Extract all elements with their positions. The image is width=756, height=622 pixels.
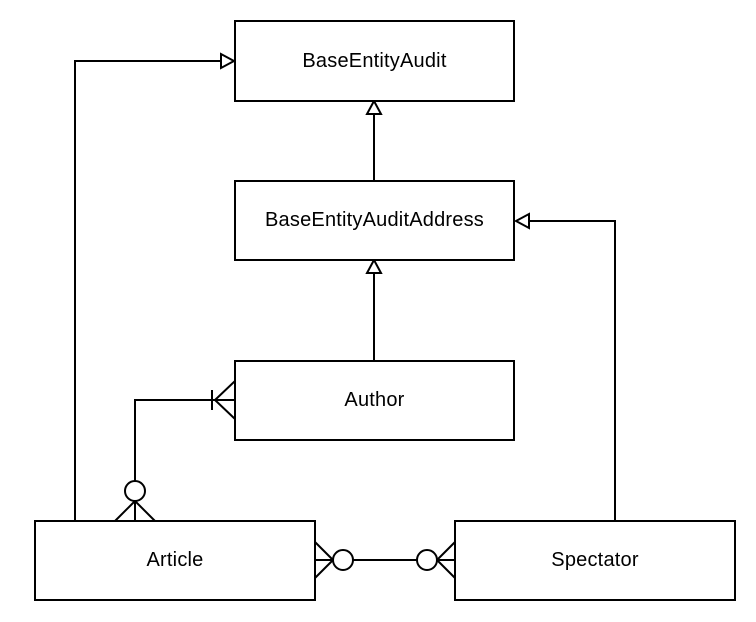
- crow-foot-many-marker-icon: [314, 541, 334, 579]
- entity-spectator: Spectator: [454, 520, 736, 601]
- entity-base-entity-audit-address: BaseEntityAuditAddress: [234, 180, 515, 261]
- zero-circle-marker-icon: [416, 549, 438, 571]
- association-article-spectator: [314, 541, 456, 579]
- entity-label-article: Article: [146, 549, 204, 571]
- crow-foot-many-marker-icon: [436, 541, 456, 579]
- entity-author: Author: [234, 360, 515, 441]
- entity-label-base-entity-audit-address: BaseEntityAuditAddress: [265, 209, 484, 231]
- crow-foot-many-marker-icon: [114, 500, 156, 522]
- inheritance-line: [529, 220, 616, 521]
- hollow-triangle-arrowhead-up-icon: [365, 257, 383, 274]
- entity-label-base-entity-audit: BaseEntityAudit: [302, 49, 447, 72]
- hollow-triangle-arrowhead-right-icon: [220, 52, 237, 70]
- inheritance-article-to-baseentityaudit: [74, 52, 237, 521]
- association-author-article: [114, 380, 236, 522]
- inheritance-baseentityauditaddress-to-baseentityaudit: [365, 98, 383, 181]
- entity-base-entity-audit: BaseEntityAudit: [234, 20, 515, 102]
- inheritance-line: [74, 60, 221, 521]
- association-line: [134, 399, 215, 481]
- hollow-triangle-arrowhead-left-icon: [513, 212, 530, 230]
- inheritance-spectator-to-baseentityauditaddress: [513, 212, 616, 521]
- entity-article: Article: [34, 520, 316, 601]
- crow-foot-many-marker-icon: [214, 380, 236, 420]
- zero-circle-marker-icon: [332, 549, 354, 571]
- entity-label-author: Author: [344, 389, 405, 411]
- zero-circle-marker-icon: [124, 480, 146, 502]
- hollow-triangle-arrowhead-up-icon: [365, 98, 383, 115]
- inheritance-author-to-baseentityauditaddress: [365, 257, 383, 361]
- entity-label-spectator: Spectator: [551, 549, 639, 571]
